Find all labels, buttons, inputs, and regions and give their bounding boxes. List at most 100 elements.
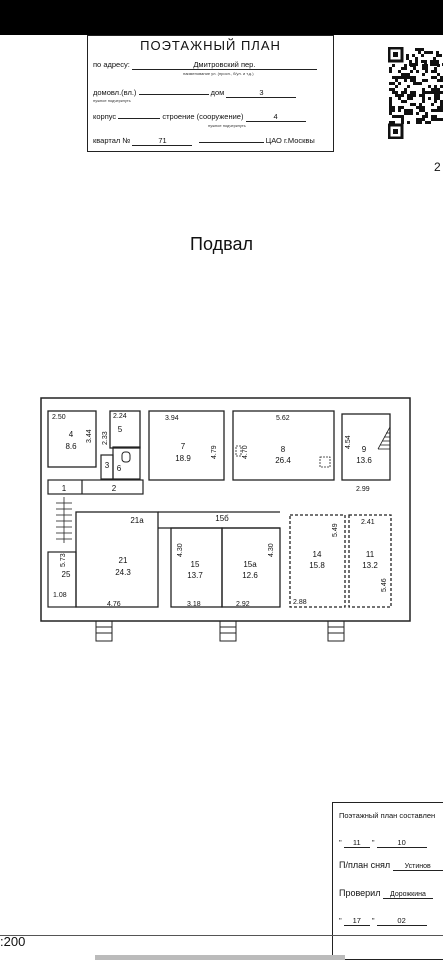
svg-text:8.6: 8.6 [65, 442, 77, 451]
svg-text:14: 14 [313, 550, 322, 559]
room-5-outline [109, 410, 141, 449]
svg-text:18.9: 18.9 [175, 454, 191, 463]
dim-4-54: 4.54 [345, 435, 352, 449]
room-7-label: 718.9 [175, 442, 191, 463]
svg-text:24.3: 24.3 [115, 568, 131, 577]
dim-2-88: 2.88 [293, 599, 307, 606]
svg-text:1: 1 [62, 484, 67, 493]
room-25-label: 25 [62, 570, 71, 579]
dim-5-73: 5.73 [60, 553, 67, 567]
stamp-title: ПОЭТАЖНЫЙ ПЛАН [140, 38, 281, 53]
date1-month: 10 [376, 838, 427, 848]
svg-text:9: 9 [362, 445, 367, 454]
quarter-row: квартал № 71 ЦАО г.Москвы [93, 136, 315, 146]
quarter-label: квартал № [93, 136, 131, 145]
svg-text:15а: 15а [243, 560, 257, 569]
room-7-outline [148, 410, 225, 481]
room-9-label: 913.6 [356, 445, 372, 465]
floor-plan: 2.50 3.44 2.24 2.33 3.94 4.79 5.62 4.70 … [40, 397, 411, 642]
dim-4-70: 4.70 [242, 445, 249, 459]
room-5-label: 5 [118, 425, 123, 434]
address-hint: наименование ул. (просп., б/ул. и т.д.) [183, 71, 254, 76]
checked-name: Дорожкина [382, 891, 433, 899]
dim-3-94: 3.94 [165, 415, 179, 422]
room-15b-label: 15б [215, 514, 229, 523]
address-label: по адресу: [93, 60, 130, 69]
taken-label: П/план снял [339, 860, 391, 870]
outer-wall [40, 397, 411, 622]
title-stamp: ПОЭТАЖНЫЙ ПЛАН по адресу: Дмитровский пе… [87, 35, 334, 152]
corridor-outline [47, 479, 144, 495]
svg-text:21: 21 [119, 556, 128, 565]
room-6-label: 6 [117, 464, 122, 473]
taken-name: Устинов [392, 863, 443, 871]
dim-2-24: 2.24 [113, 413, 127, 420]
room-9-outline [341, 413, 391, 481]
page-number: 2 [434, 160, 441, 174]
dim-4-30-a: 4.30 [177, 543, 184, 557]
house-row: домовл.(вл.) дом 3 [93, 88, 297, 98]
svg-text:13.7: 13.7 [187, 571, 203, 580]
west-stairs [56, 497, 72, 543]
svg-text:13.2: 13.2 [362, 561, 378, 570]
svg-text:8: 8 [281, 445, 286, 454]
svg-text:2: 2 [112, 484, 117, 493]
svg-text:13.6: 13.6 [356, 456, 372, 465]
svg-text:15.8: 15.8 [309, 561, 325, 570]
house-label: домовл.(вл.) [93, 88, 137, 97]
signature-date-1: " 11 " 10 [339, 838, 427, 848]
date2-day: 17 [343, 916, 370, 926]
svg-text:25: 25 [62, 570, 71, 579]
svg-text:6: 6 [117, 464, 122, 473]
quarter-value: 71 [132, 136, 193, 146]
address-value: Дмитровский пер. [131, 60, 317, 70]
building-row: корпус строение (сооружение) 4 [93, 112, 306, 122]
dim-4-79: 4.79 [211, 445, 218, 459]
room-8-outline [232, 410, 335, 481]
dim-2-33: 2.33 [102, 431, 109, 445]
dom-value: 3 [226, 88, 297, 98]
room-15a-outline [221, 527, 281, 608]
svg-text:15б: 15б [215, 514, 229, 523]
dim-3-18: 3.18 [187, 601, 201, 608]
building-hint: нужное подчеркнуть [208, 123, 246, 128]
address-row: по адресу: Дмитровский пер. [93, 60, 317, 70]
svg-text:5: 5 [118, 425, 123, 434]
district: ЦАО г.Москвы [265, 136, 315, 145]
svg-text:15: 15 [191, 560, 200, 569]
taken-row: П/план снял Устинов [339, 860, 443, 871]
room-21-outline [75, 511, 159, 608]
scale-label: :200 [0, 934, 26, 949]
dim-5-62: 5.62 [276, 415, 290, 422]
room-21a-label: 21а [130, 516, 144, 525]
stairs-room-9 [377, 426, 391, 450]
signature-date-2: " 17 " 02 [339, 916, 427, 926]
dim-5-46: 5.46 [381, 578, 388, 592]
checked-row: Проверил Дорожкина [339, 888, 433, 899]
dom-label: дом [210, 88, 225, 97]
qr-code [388, 47, 443, 139]
svg-text:12.6: 12.6 [242, 571, 258, 580]
bottom-grey-bar [95, 955, 345, 960]
building-value: 4 [245, 112, 306, 122]
room-21-label: 21 24.3 [115, 556, 131, 577]
room-14-label: 14 15.8 [309, 550, 325, 570]
entrances [95, 621, 345, 642]
house-hint: нужное подчеркнуть [93, 98, 131, 103]
dim-2-41: 2.41 [361, 519, 375, 526]
toilet-icon [121, 451, 131, 463]
dim-2-92: 2.92 [236, 601, 250, 608]
dim-4-30-b: 4.30 [268, 543, 275, 557]
level-title: Подвал [190, 234, 253, 254]
room-15a-label: 15а 12.6 [242, 560, 258, 580]
dim-2-99: 2.99 [356, 486, 370, 493]
svg-text:7: 7 [181, 442, 186, 451]
signature-title: Поэтажный план составлен [339, 811, 436, 820]
room-11-outline [348, 514, 392, 608]
room-2-label: 2 [112, 484, 117, 493]
room-1-label: 1 [62, 484, 67, 493]
room-3-label: 3 [105, 461, 110, 470]
top-black-bar [0, 0, 443, 35]
date2-month: 02 [376, 916, 427, 926]
